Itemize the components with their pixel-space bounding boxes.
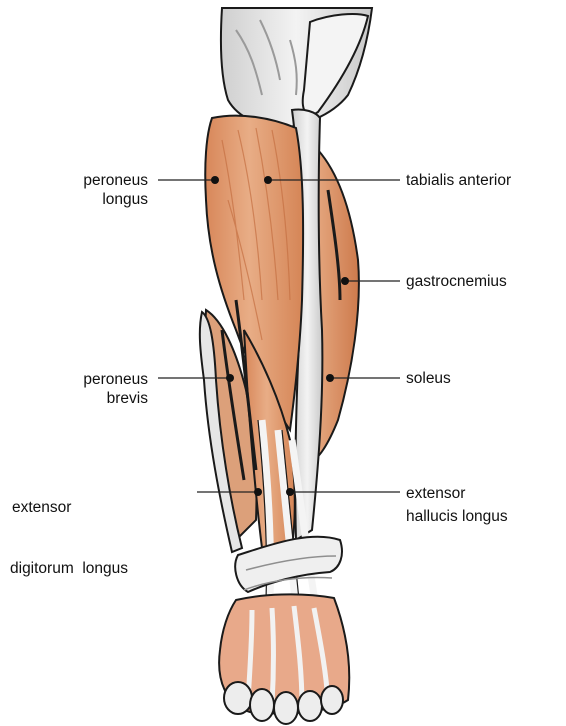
peroneus-brevis-line2: brevis xyxy=(83,389,148,408)
peroneus-longus-line1: peroneus xyxy=(83,171,148,190)
label-tabialis-anterior: tabialis anterior xyxy=(406,171,511,190)
label-extensor-hallucis-longus: extensor hallucis longus xyxy=(406,484,508,526)
label-peroneus-longus: peroneus longus xyxy=(83,171,148,209)
tabialis-anterior-line1: tabialis anterior xyxy=(406,171,511,190)
extensor-hallucis-longus-dot xyxy=(286,488,294,496)
extensor-digitorum-longus-dot xyxy=(254,488,262,496)
label-soleus: soleus xyxy=(406,369,451,388)
extensor-digitorum-longus-line1: extensor xyxy=(10,498,128,517)
peroneus-longus-dot xyxy=(211,176,219,184)
soleus-line1: soleus xyxy=(406,369,451,388)
ankle-retinaculum xyxy=(235,537,342,592)
peroneus-brevis-line1: peroneus xyxy=(83,370,148,389)
extensor-hallucis-longus-line2: hallucis longus xyxy=(406,507,508,526)
gastrocnemius-dot xyxy=(341,277,349,285)
extensor-hallucis-longus-line1: extensor xyxy=(406,484,508,503)
extensor-digitorum-longus-line2: digitorum longus xyxy=(10,559,128,578)
label-gastrocnemius: gastrocnemius xyxy=(406,272,507,291)
label-extensor-digitorum-longus: extensor digitorum longus xyxy=(10,460,128,616)
soleus-dot xyxy=(326,374,334,382)
label-peroneus-brevis: peroneus brevis xyxy=(83,370,148,408)
tabialis-anterior-dot xyxy=(264,176,272,184)
peroneus-longus-line2: longus xyxy=(83,190,148,209)
gastrocnemius-line1: gastrocnemius xyxy=(406,272,507,291)
peroneus-brevis-dot xyxy=(226,374,234,382)
